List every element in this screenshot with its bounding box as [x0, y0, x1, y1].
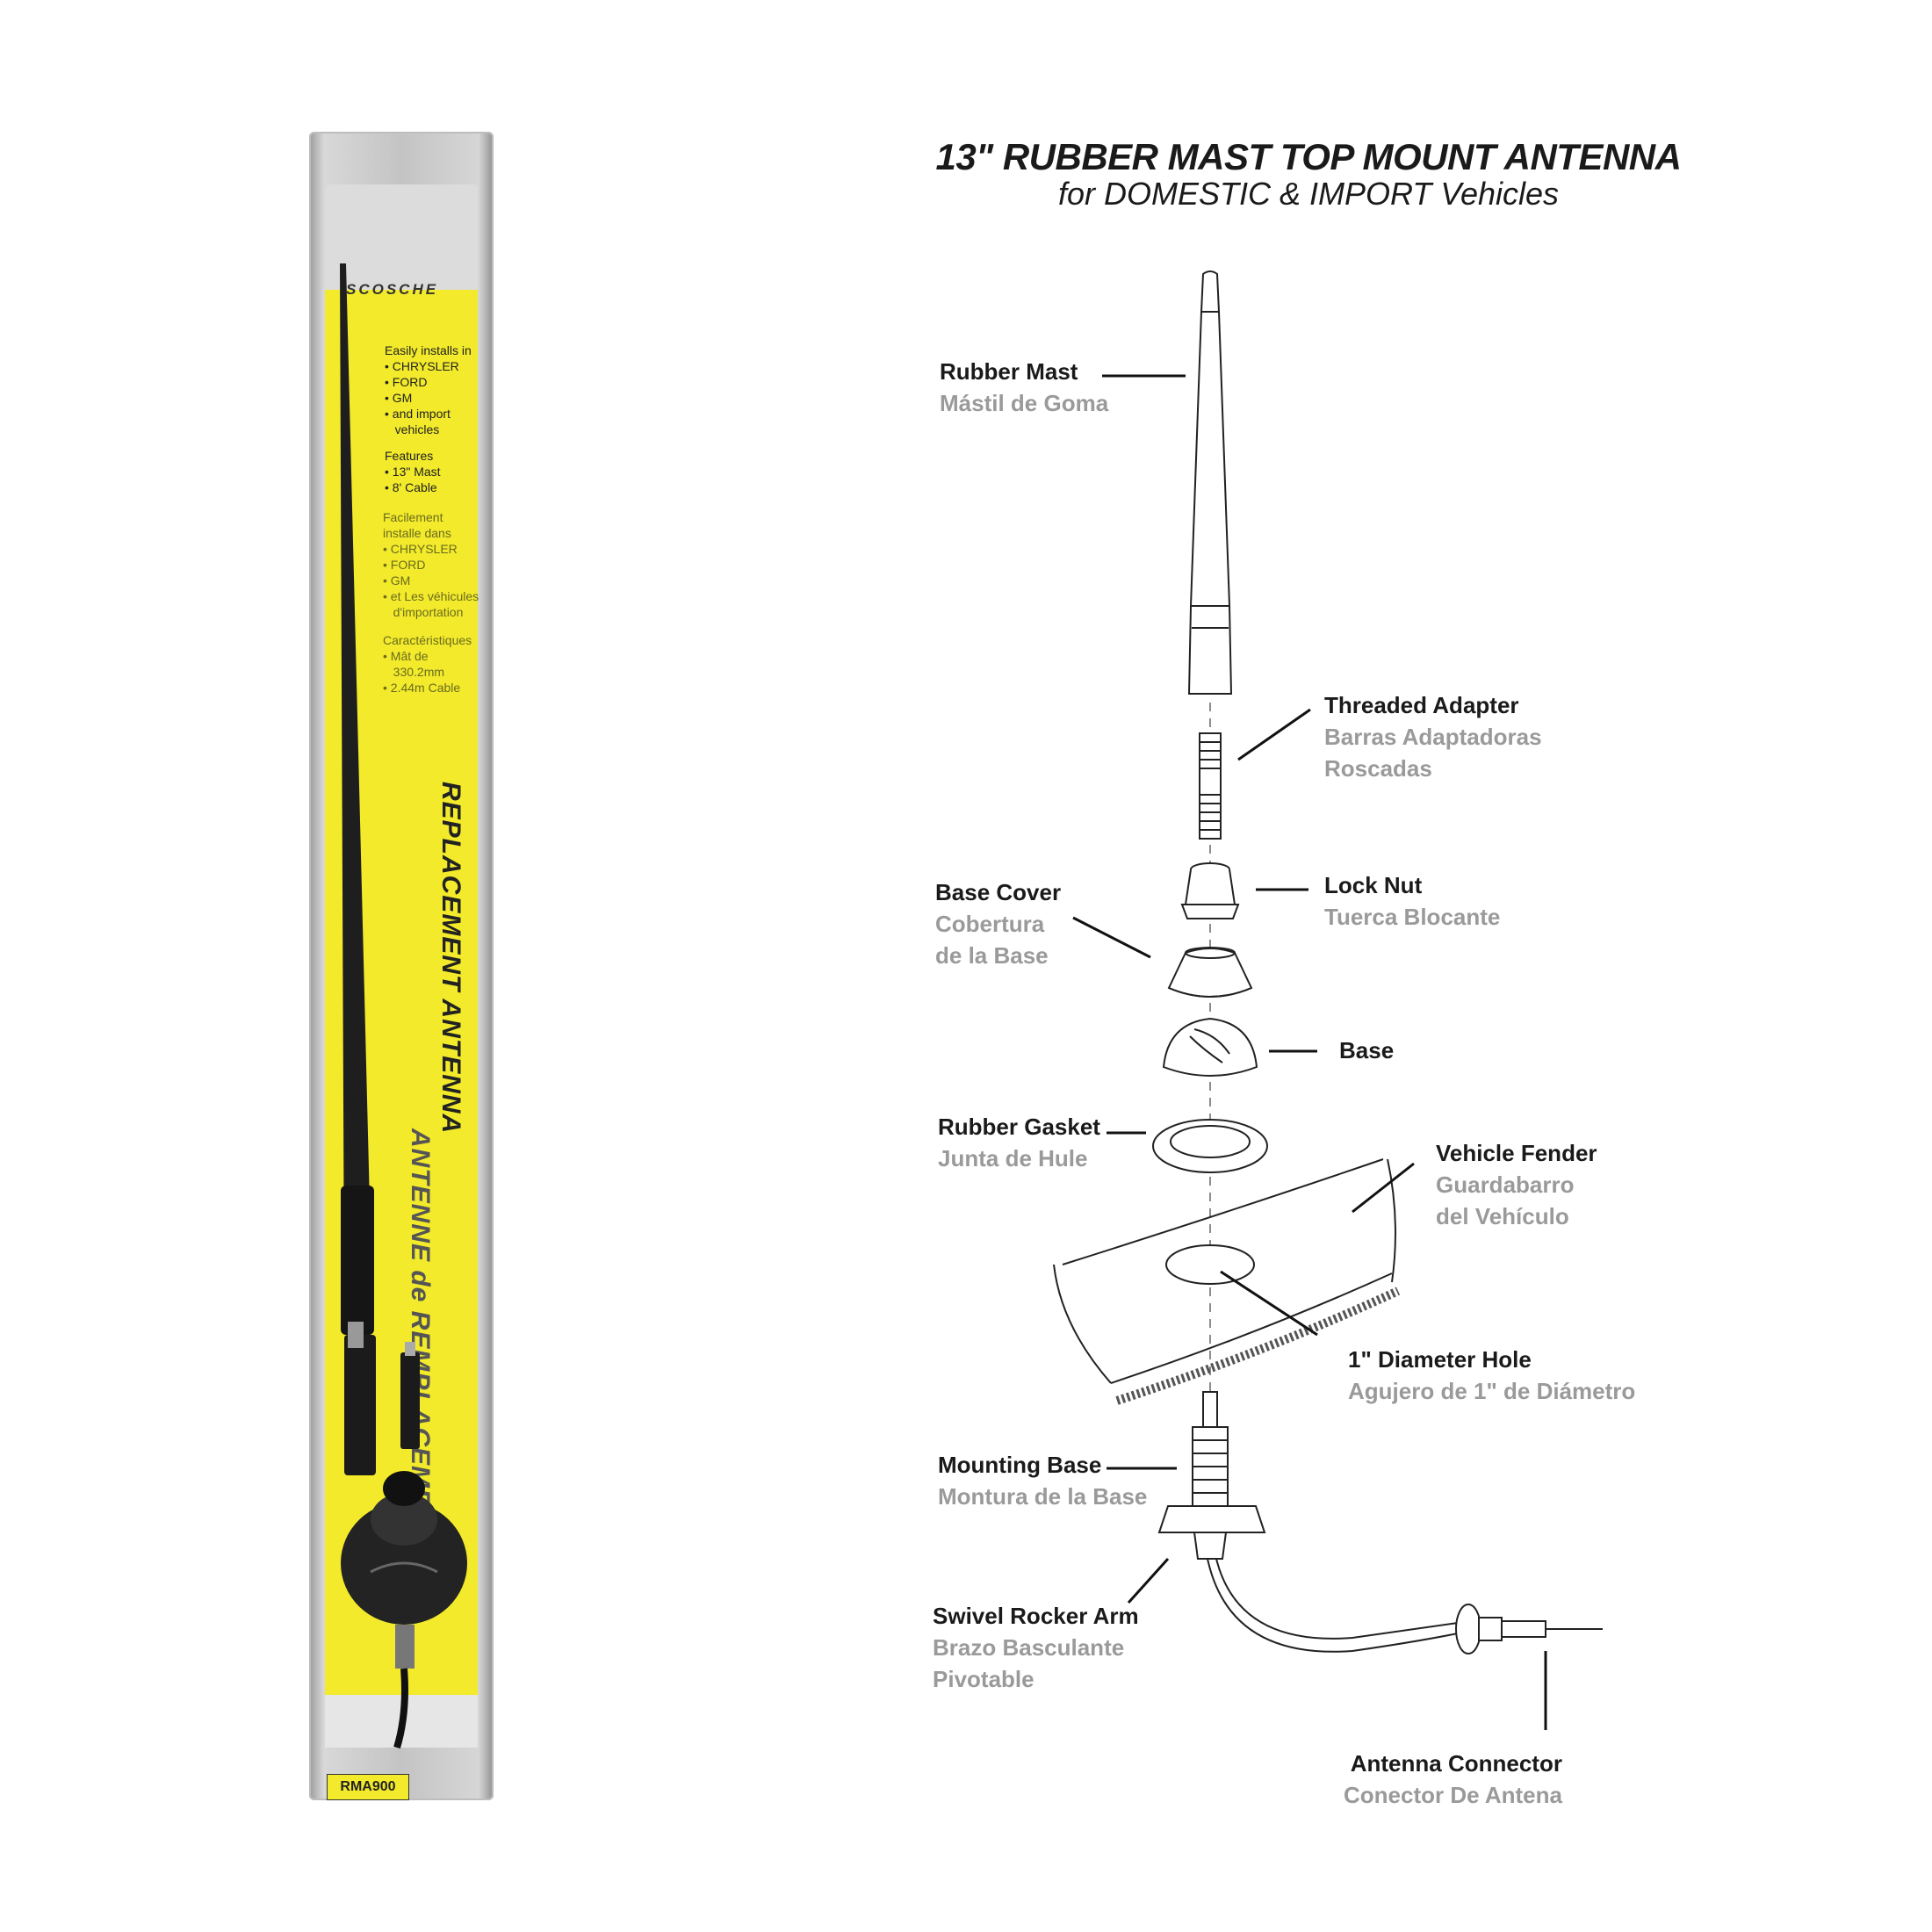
model-number: RMA900	[327, 1774, 409, 1800]
label-base-cover: Base Cover Cobertura de la Base	[935, 876, 1061, 971]
packaged-antenna-graphic	[340, 263, 467, 1749]
label-diameter-hole: 1" Diameter Hole Agujero de 1" de Diámet…	[1348, 1344, 1635, 1407]
installs-heading: Easily installs in	[385, 343, 472, 357]
rubber-gasket-part	[1152, 1119, 1268, 1173]
label-lock-nut-en: Lock Nut	[1324, 872, 1423, 898]
lock-nut-part	[1180, 862, 1240, 919]
brand-logo: SCOSCHE	[346, 281, 439, 298]
label-lock-nut: Lock Nut Tuerca Blocante	[1324, 869, 1500, 933]
label-diameter-hole-es: Agujero de 1" de Diámetro	[1348, 1378, 1636, 1404]
features-heading: Features	[385, 449, 434, 463]
label-rubber-gasket-es: Junta de Hule	[938, 1145, 1088, 1171]
label-rubber-gasket: Rubber Gasket Junta de Hule	[938, 1111, 1100, 1174]
label-base-cover-en: Base Cover	[935, 879, 1062, 905]
antenna-cable-part	[1207, 1558, 1603, 1654]
label-vehicle-fender-es1: Guardabarro	[1436, 1171, 1575, 1198]
label-swivel-arm: Swivel Rocker Arm Brazo Basculante Pivot…	[933, 1600, 1139, 1695]
label-base-cover-es1: Cobertura	[935, 911, 1045, 937]
mounting-base-part	[1157, 1391, 1266, 1560]
product-package: SCOSCHE Easily installs in • CHRYSLER • …	[309, 132, 494, 1800]
label-swivel-arm-en: Swivel Rocker Arm	[933, 1603, 1139, 1629]
french-features: Caractéristiques • Mât de 330.2mm • 2.44…	[383, 633, 472, 695]
card-header	[325, 184, 478, 290]
label-threaded-adapter-es2: Roscadas	[1324, 755, 1432, 782]
french-installs: Facilement installe dans • CHRYSLER • FO…	[383, 510, 479, 619]
label-rubber-mast-es: Mástil de Goma	[940, 390, 1109, 416]
label-mounting-base: Mounting Base Montura de la Base	[938, 1449, 1147, 1512]
label-base-en: Base	[1339, 1037, 1395, 1063]
features-list: • 13" Mast • 8' Cable	[385, 465, 441, 494]
label-mounting-base-es: Montura de la Base	[938, 1483, 1148, 1510]
base-part	[1162, 1017, 1258, 1077]
label-rubber-mast: Rubber Mast Mástil de Goma	[940, 356, 1108, 419]
installs-list: • CHRYSLER • FORD • GM • and import vehi…	[385, 359, 459, 436]
vehicle-fender-part	[1053, 1158, 1401, 1405]
diagram-subtitle: for DOMESTIC & IMPORT Vehicles	[1057, 176, 1560, 212]
label-base: Base	[1339, 1034, 1394, 1066]
label-base-cover-es2: de la Base	[935, 942, 1049, 969]
label-vehicle-fender-en: Vehicle Fender	[1436, 1140, 1597, 1166]
leader-lines	[1072, 374, 1547, 1730]
label-threaded-adapter-en: Threaded Adapter	[1324, 692, 1519, 718]
label-swivel-arm-es2: Pivotable	[933, 1666, 1034, 1692]
label-antenna-connector: Antenna Connector Conector De Antena	[1344, 1748, 1562, 1811]
label-rubber-mast-en: Rubber Mast	[940, 358, 1078, 385]
threaded-adapter-part	[1199, 732, 1222, 840]
label-swivel-arm-es1: Brazo Basculante	[933, 1634, 1125, 1661]
label-antenna-connector-es: Conector De Antena	[1344, 1782, 1562, 1808]
label-vehicle-fender: Vehicle Fender Guardabarro del Vehículo	[1436, 1137, 1597, 1232]
base-cover-part	[1167, 947, 1253, 998]
label-vehicle-fender-es2: del Vehículo	[1436, 1203, 1569, 1229]
label-lock-nut-es: Tuerca Blocante	[1324, 904, 1501, 930]
label-mounting-base-en: Mounting Base	[938, 1452, 1102, 1478]
label-antenna-connector-en: Antenna Connector	[1350, 1750, 1562, 1777]
diagram-title: 13" RUBBER MAST TOP MOUNT ANTENNA	[935, 136, 1682, 177]
label-threaded-adapter-es1: Barras Adaptadoras	[1324, 724, 1542, 750]
label-diameter-hole-en: 1" Diameter Hole	[1348, 1346, 1532, 1373]
label-rubber-gasket-en: Rubber Gasket	[938, 1114, 1100, 1140]
rubber-mast-part	[1187, 270, 1233, 695]
label-threaded-adapter: Threaded Adapter Barras Adaptadoras Rosc…	[1324, 689, 1542, 784]
